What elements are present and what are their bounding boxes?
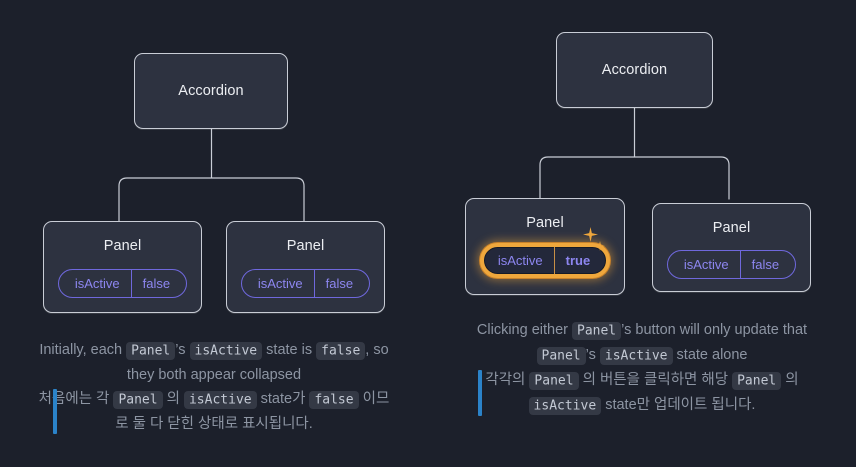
caption-korean: 각각의 Panel 의 버튼을 클릭하면 해당 Panel 의 isActive…: [485, 371, 799, 415]
caption-korean: 처음에는 각 Panel 의 isActive state가 false 이므로…: [38, 390, 390, 432]
state-key-label: isActive: [242, 269, 315, 297]
caption-english: Clicking either Panel’s button will only…: [476, 321, 808, 365]
diagram-initial-state: Accordion Panel isActive false Panel isA…: [38, 53, 390, 436]
node-panel-1-active[interactable]: Panel isActive true: [465, 198, 625, 295]
node-title: Accordion: [601, 61, 668, 78]
node-accordion-root[interactable]: Accordion: [556, 32, 713, 108]
node-title: Panel: [712, 220, 751, 236]
node-title: Accordion: [178, 82, 244, 99]
sparkle-large-icon: [583, 227, 598, 242]
inline-code-chip: isActive: [183, 390, 257, 409]
diagram-after-click-state: Accordion Panel isActive true Panel isAc…: [428, 0, 856, 467]
node-title: Panel: [526, 215, 564, 231]
state-pill-isactive-highlighted[interactable]: isActive true: [479, 242, 611, 278]
inline-code-chip: Panel: [732, 371, 782, 390]
connector-lines-right: [503, 107, 803, 202]
inline-code-chip: isActive: [528, 396, 602, 415]
node-panel-2[interactable]: Panel isActive false: [652, 203, 811, 292]
node-title: Panel: [103, 238, 142, 254]
inline-code-chip: Panel: [126, 341, 176, 360]
inline-code-chip: Panel: [529, 371, 579, 390]
state-value-label: false: [142, 275, 171, 291]
node-accordion-root[interactable]: Accordion: [134, 53, 288, 129]
state-key-label: isActive: [484, 246, 555, 274]
inline-code-chip: Panel: [536, 346, 586, 365]
node-panel-2[interactable]: Panel isActive false: [226, 221, 385, 313]
inline-code-chip: false: [309, 390, 359, 409]
state-pill-isactive[interactable]: isActive false: [240, 268, 371, 298]
state-value-label: false: [325, 275, 354, 291]
inline-code-chip: false: [316, 341, 366, 360]
quote-bar: [478, 370, 482, 416]
caption-korean-wrap: 처음에는 각 Panel 의 isActive state가 false 이므로…: [38, 387, 390, 436]
state-value-label: false: [751, 256, 780, 272]
node-title: Panel: [286, 238, 325, 254]
inline-code-chip: Panel: [572, 321, 622, 340]
caption-after-click-state: Clicking either Panel’s button will only…: [472, 318, 812, 418]
inline-code-chip: isActive: [189, 341, 263, 360]
caption-initial-state: Initially, each Panel’s isActive state i…: [38, 338, 390, 436]
caption-korean-wrap: 각각의 Panel 의 버튼을 클릭하면 해당 Panel 의 isActive…: [472, 368, 812, 418]
state-value-label: true: [565, 252, 591, 268]
inline-code-chip: Panel: [113, 390, 163, 409]
state-key-label: isActive: [668, 250, 741, 278]
state-pill-isactive[interactable]: isActive false: [666, 249, 797, 279]
caption-english: Initially, each Panel’s isActive state i…: [39, 341, 389, 383]
node-panel-1[interactable]: Panel isActive false: [43, 221, 202, 313]
quote-bar: [53, 389, 57, 434]
inline-code-chip: isActive: [599, 346, 673, 365]
state-pill-isactive[interactable]: isActive false: [57, 268, 188, 298]
connector-lines-left: [70, 128, 360, 223]
state-key-label: isActive: [59, 269, 132, 297]
